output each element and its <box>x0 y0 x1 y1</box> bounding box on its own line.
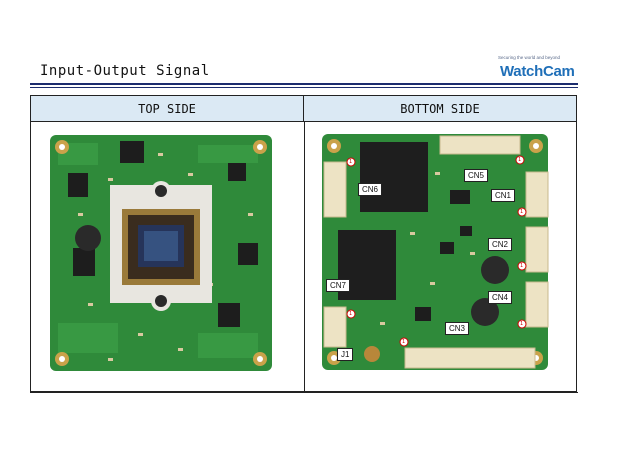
pin1-text-cn7: 1 <box>349 311 353 317</box>
pin1-marker-cn2 <box>517 261 527 271</box>
watchcam-logo: WatchCam <box>500 63 575 80</box>
header-rule-thin <box>30 87 578 88</box>
pin1-marker-cn4 <box>517 319 527 329</box>
label-cn5: CN5 <box>464 169 489 182</box>
label-cn1: CN1 <box>491 189 516 202</box>
pin1-text-cn2: 1 <box>520 263 524 269</box>
label-cn4: CN4 <box>488 291 513 304</box>
pcb-top-side-image <box>50 135 272 371</box>
pin1-marker-cn5 <box>515 155 525 165</box>
pin1-marker-cn3 <box>399 337 409 347</box>
logo-tagline: Securing the world and beyond <box>498 55 561 60</box>
pin1-marker-cn1 <box>517 207 527 217</box>
pin1-marker-cn7 <box>346 309 356 319</box>
header-rule <box>30 83 578 85</box>
table-bottom-rule <box>30 392 578 393</box>
page-title: Input-Output Signal <box>40 63 210 79</box>
label-cn2: CN2 <box>488 238 513 251</box>
pin1-text-cn6: 1 <box>349 159 353 165</box>
label-cn7: CN7 <box>326 279 351 292</box>
signal-table: TOP SIDE BOTTOM SIDE <box>30 95 577 392</box>
pin1-marker-cn6 <box>346 157 356 167</box>
pin1-text-cn3: 1 <box>402 339 406 345</box>
label-cn6: CN6 <box>358 183 383 196</box>
column-header-top-side: TOP SIDE <box>31 96 304 122</box>
pin1-text-cn1: 1 <box>520 209 524 215</box>
label-cn3: CN3 <box>445 322 470 335</box>
pin1-text-cn4: 1 <box>520 321 524 327</box>
column-header-bottom-side: BOTTOM SIDE <box>304 96 576 122</box>
label-j1: J1 <box>337 348 354 361</box>
column-divider <box>304 122 305 391</box>
pin1-text-cn5: 1 <box>518 157 522 163</box>
